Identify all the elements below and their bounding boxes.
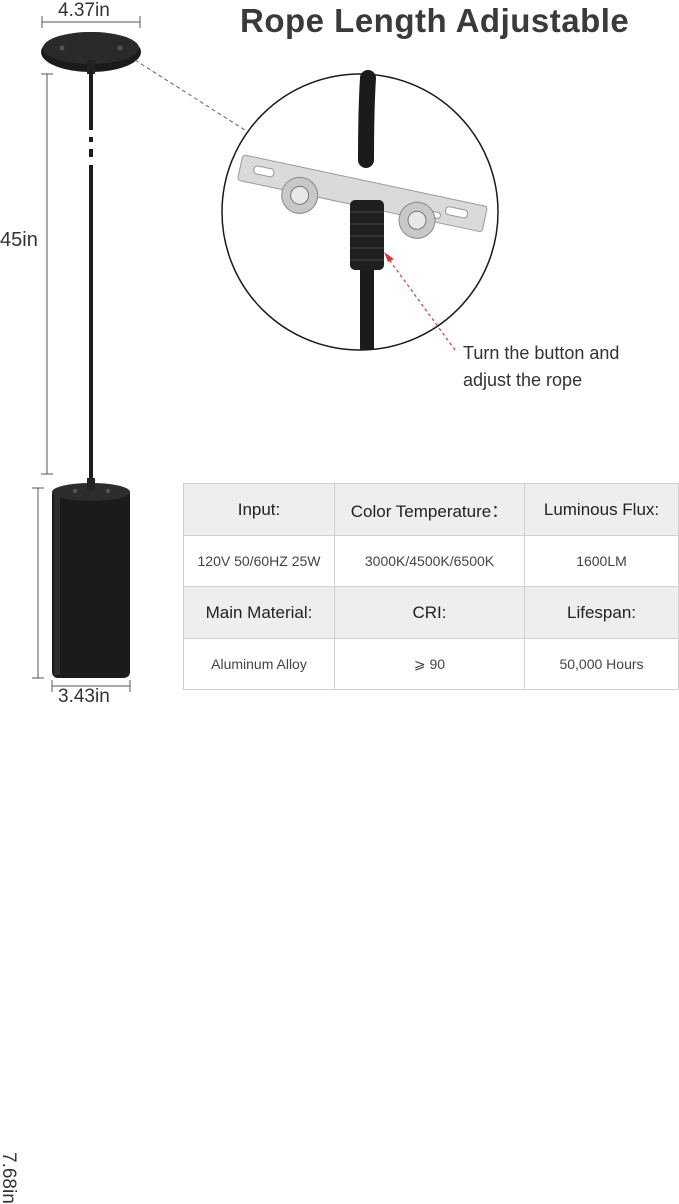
pendant-light-body xyxy=(52,478,130,678)
spec-value-row: 120V 50/60HZ 25W 3000K/4500K/6500K 1600L… xyxy=(183,535,679,587)
spec-header-cri: CRI: xyxy=(334,586,525,639)
spec-header-row: Input: Color Temperature： Luminous Flux: xyxy=(183,483,679,536)
callout-line-1: Turn the button and xyxy=(463,343,620,363)
spec-header-main-material: Main Material: xyxy=(183,586,335,639)
page-title: Rope Length Adjustable xyxy=(240,2,630,39)
spec-value-input: 120V 50/60HZ 25W xyxy=(183,535,335,587)
product-illustration xyxy=(32,16,499,692)
rope-length-dimension xyxy=(41,73,53,475)
callout-arrow xyxy=(384,252,456,351)
spec-header-luminous-flux: Luminous Flux: xyxy=(524,483,679,536)
spec-value-row: Aluminum Alloy ⩾ 90 50,000 Hours xyxy=(183,638,679,690)
spec-value-cri: ⩾ 90 xyxy=(334,638,525,690)
spec-header-row: Main Material: CRI: Lifespan: xyxy=(183,586,679,639)
body-height-dimension xyxy=(32,487,44,679)
spec-value-luminous-flux: 1600LM xyxy=(524,535,679,587)
canopy-width-label: 4.37in xyxy=(58,0,110,21)
callout-text: Turn the button and adjust the rope xyxy=(463,340,619,394)
zoom-detail-circle xyxy=(221,70,499,351)
spec-table: Input: Color Temperature： Luminous Flux:… xyxy=(183,483,679,690)
body-height-label: 7.68in xyxy=(0,1152,19,1204)
canopy-width-dimension xyxy=(41,16,141,28)
body-width-dimension xyxy=(51,680,131,692)
body-width-label: 3.43in xyxy=(58,686,110,707)
spec-header-input: Input: xyxy=(183,483,335,536)
zoom-leader-line xyxy=(134,59,249,133)
spec-header-color-temperature: Color Temperature： xyxy=(334,483,525,536)
spec-value-color-temperature: 3000K/4500K/6500K xyxy=(334,535,525,587)
spec-value-main-material: Aluminum Alloy xyxy=(183,638,335,690)
spec-header-lifespan: Lifespan: xyxy=(524,586,679,639)
spec-value-lifespan: 50,000 Hours xyxy=(524,638,679,690)
rope-length-label: 45in xyxy=(0,229,38,251)
callout-line-2: adjust the rope xyxy=(463,370,583,390)
